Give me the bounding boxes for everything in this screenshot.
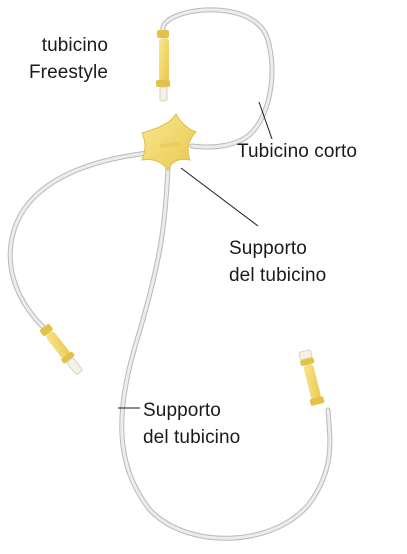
label-tubing-support-upper-line2: del tubicino bbox=[229, 265, 327, 286]
left-tubing bbox=[7, 150, 151, 333]
label-short-tubing-line1: Tubicino corto bbox=[237, 141, 358, 162]
tubing-hub: medela bbox=[141, 112, 197, 172]
leader-lines bbox=[118, 101, 273, 409]
left-connector bbox=[39, 323, 83, 375]
label-tubing-support-upper: Supporto del tubicino bbox=[229, 235, 326, 289]
label-tubing-support-lower-line2: del tubicino bbox=[143, 427, 241, 448]
short-tubing bbox=[160, 7, 275, 150]
leader-support-upper bbox=[180, 167, 259, 227]
label-tubing-support-lower: Supporto del tubicino bbox=[143, 397, 240, 451]
leader-short-tubing bbox=[258, 101, 273, 140]
hub-logo: medela bbox=[160, 141, 181, 150]
right-connector bbox=[298, 349, 325, 406]
label-tubing-support-lower-line1: Supporto bbox=[143, 400, 221, 421]
long-tubing bbox=[119, 165, 333, 541]
label-freestyle-tubing-line2: Freestyle bbox=[28, 62, 108, 83]
label-freestyle-tubing-line1: tubicino bbox=[41, 35, 108, 56]
top-connector bbox=[156, 30, 170, 102]
label-tubing-support-upper-line1: Supporto bbox=[229, 238, 307, 259]
label-freestyle-tubing: tubicino Freestyle bbox=[0, 32, 108, 86]
label-short-tubing: Tubicino corto bbox=[237, 138, 357, 165]
